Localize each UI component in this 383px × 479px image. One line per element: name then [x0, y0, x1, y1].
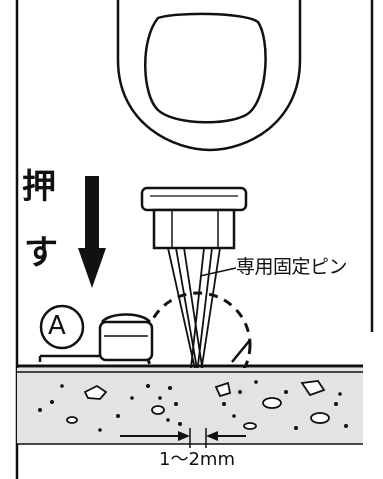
pin-label: 専用固定ピン: [236, 256, 348, 278]
downward-arrow-icon: [78, 176, 106, 288]
part-a-device: [38, 313, 154, 362]
gap-dimension: [120, 428, 246, 448]
pin-leader-line: [199, 267, 237, 277]
marker-a-label: A: [48, 311, 66, 341]
ground-stones: [66, 380, 330, 430]
push-label-char-1: 押: [22, 167, 56, 207]
push-label-char-2: す: [24, 233, 58, 273]
pin-head: [140, 186, 248, 250]
circle-a-marker-icon: [39, 304, 85, 350]
ground-specks: [38, 380, 348, 432]
tilted-clip: [231, 339, 251, 363]
upper-fixture: [116, 0, 302, 152]
ground-section: [17, 364, 363, 445]
gap-dimension-label: 1〜2mm: [159, 449, 235, 470]
